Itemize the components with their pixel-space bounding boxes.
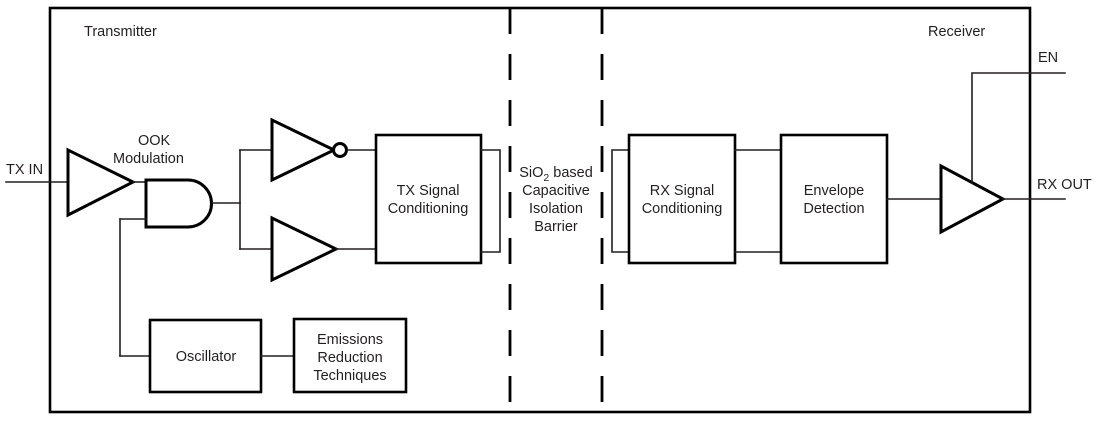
block-tx-signal-conditioning [374,133,483,265]
block-oscillator-label: Oscillator [176,349,237,365]
block-rx-signal-conditioning-line1: RX Signal [650,183,714,199]
barrier-label-line1: SiO2 based [519,165,593,184]
tx-in-port-label: TX IN [6,162,43,178]
block-emissions-reduction-line1: Emissions [317,332,383,348]
tx-cond-out-top-wire [480,149,501,253]
block-tx-signal-conditioning-line1: TX Signal [397,183,460,199]
inverter-bubble-icon [332,142,348,158]
en-port-label: EN [1038,50,1058,66]
block-tx-signal-conditioning-line2: Conditioning [388,201,469,217]
barrier-label-line4: Barrier [534,219,578,235]
inverter-gate-icon [270,117,338,183]
tx-noninverting-buffer-icon [270,215,340,283]
block-oscillator [148,318,263,394]
and-gate-icon [144,178,213,229]
rx-cond-in-wire [611,149,630,253]
block-envelope-detection-line1: Envelope [804,183,864,199]
barrier-label-line2: Capacitive [522,183,590,199]
block-emissions-reduction-line3: Techniques [313,368,386,384]
block-emissions-reduction-line2: Reduction [317,350,382,366]
transmitter-section-label: Transmitter [84,24,157,40]
en-control-wire [971,72,1031,184]
tx-input-buffer-icon [66,147,137,218]
block-rx-signal-conditioning-line2: Conditioning [642,201,723,217]
block-rx-signal-conditioning [627,133,737,265]
rx-out-port-label: RX OUT [1037,177,1092,193]
receiver-section-label: Receiver [928,24,985,40]
barrier-label-line3: Isolation [529,201,583,217]
block-emissions-reduction [292,317,408,394]
ook-modulation-label-line1: OOK [138,133,171,149]
block-envelope-detection [779,133,889,265]
block-envelope-detection-line2: Detection [803,201,864,217]
ook-modulation-label-line2: Modulation [113,151,184,167]
